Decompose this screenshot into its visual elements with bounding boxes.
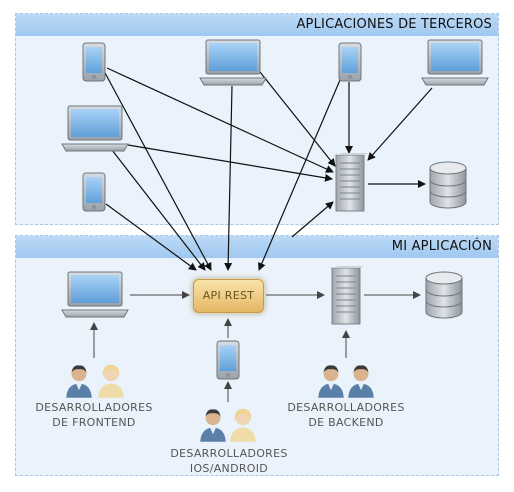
arrow-api-to-server <box>291 201 334 238</box>
connection-arrows <box>90 67 433 402</box>
arrow-laptop1-to-api <box>224 85 233 271</box>
frontend-laptop-icon <box>61 271 129 318</box>
developer-icon <box>98 364 124 398</box>
label-line: IOS/ANDROID <box>189 462 269 475</box>
third-party-server-icon <box>335 153 368 212</box>
developer-icon <box>200 409 226 442</box>
arrow-phone1-to-server <box>106 67 334 173</box>
my-app-panel: MI APLICACIÓN <box>15 235 499 476</box>
label-line: DE BACKEND <box>308 416 384 429</box>
panel-header: MI APLICACIÓN <box>16 236 498 258</box>
label-line: DE FRONTEND <box>52 416 136 429</box>
arrow-laptop1-to-server <box>259 71 336 167</box>
label-line: DESARROLLADORES <box>35 401 153 414</box>
panel-title: MI APLICACIÓN <box>391 239 492 254</box>
arrow-laptop3-to-api <box>111 149 206 271</box>
arrow-phone1-to-api <box>103 70 212 271</box>
api-rest-box: API REST <box>193 279 264 313</box>
panel-title: APLICACIONES DE TERCEROS <box>296 17 492 32</box>
developer-icon <box>230 408 256 442</box>
laptop-icon <box>421 39 489 86</box>
backend-server-icon <box>331 266 364 325</box>
developer-icon <box>348 365 374 398</box>
arrow-phone3-to-api <box>105 203 197 271</box>
label-line: DESARROLLADORES <box>287 401 405 414</box>
label-line: DESARROLLADORES <box>170 447 288 460</box>
laptop-icon <box>199 39 267 86</box>
phone-icon <box>338 42 362 82</box>
mobile-developers-label: DESARROLLADORES IOS/ANDROID <box>158 446 300 476</box>
phone-icon <box>82 42 106 82</box>
panel-header: APLICACIONES DE TERCEROS <box>16 14 498 36</box>
frontend-developers-label: DESARROLLADORES DE FRONTEND <box>24 400 164 430</box>
api-rest-label: API REST <box>202 289 255 302</box>
developer-icon <box>66 365 92 398</box>
arrow-laptop2-to-server <box>367 87 433 161</box>
arrow-phone2-to-api <box>258 79 341 271</box>
third-party-database-icon <box>429 161 467 209</box>
mobile-phone-icon <box>216 340 240 380</box>
backend-developers-label: DESARROLLADORES DE BACKEND <box>276 400 416 430</box>
developer-icon <box>318 365 344 398</box>
phone-icon <box>82 172 106 212</box>
laptop-icon <box>61 105 129 152</box>
app-database-icon <box>425 271 463 319</box>
